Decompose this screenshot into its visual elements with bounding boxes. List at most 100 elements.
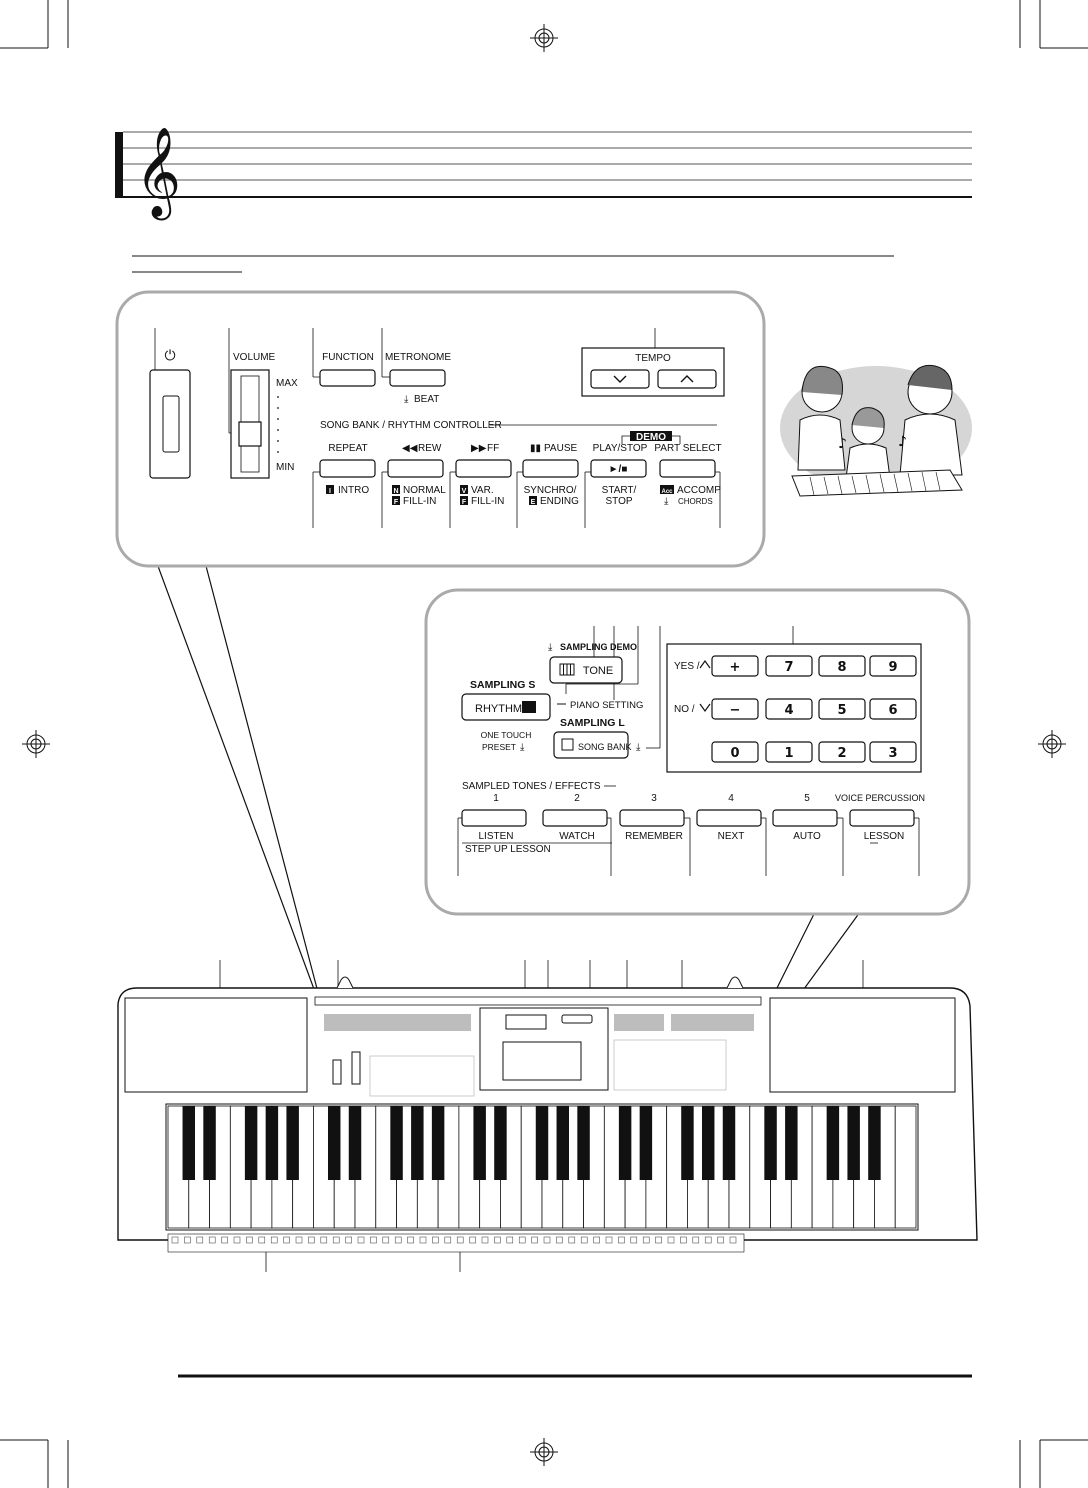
black-key[interactable] [639,1106,653,1180]
black-key[interactable] [327,1106,341,1180]
rew-button[interactable] [387,459,444,478]
keypad-button-1-0[interactable] [711,698,759,720]
keypad-button-1-1[interactable] [765,698,813,720]
black-key[interactable] [681,1106,694,1180]
chevron-down-icon [699,703,711,713]
keypad-button-label: 9 [888,660,897,675]
keypad-button-2-1[interactable] [765,741,813,763]
chord-icon [531,1236,538,1244]
controller-header: SONG BANK / RHYTHM CONTROLLER [320,420,502,431]
sampled-tones-header: SAMPLED TONES / EFFECTS [462,781,601,792]
volume-slider-knob[interactable] [238,421,262,447]
black-key[interactable] [473,1106,486,1180]
keypad-button-0-1[interactable] [765,655,813,677]
function-button[interactable] [319,369,376,387]
black-key[interactable] [265,1106,279,1180]
black-key[interactable] [203,1106,216,1180]
chords-label: CHORDS [678,497,713,506]
black-key[interactable] [411,1106,424,1180]
demo-label: DEMO [636,432,666,443]
black-key[interactable] [182,1106,196,1180]
piano-keys-icon [559,663,575,676]
keypad-button-2-0[interactable] [711,741,759,763]
black-key[interactable] [618,1106,632,1180]
keypad-button-label: + [730,660,741,675]
sampled-tone-button-5[interactable] [772,809,838,827]
rhythm-list-strip [614,1014,664,1031]
keypad-button-2-2[interactable] [818,741,866,763]
chord-icon [171,1236,179,1244]
black-key[interactable] [348,1106,362,1180]
demo-badge [630,431,672,441]
tone-button-number: 1 [493,793,499,804]
ff-button[interactable] [455,459,512,478]
chord-icon [494,1236,501,1244]
display-button[interactable] [561,1014,593,1024]
panel-tone-closeup: ⤓ SAMPLING DEMO TONE SAMPLING S RHYTHM P… [424,588,971,916]
black-key[interactable] [722,1106,736,1180]
drum-icon [522,701,536,713]
tempo-down-button[interactable] [590,369,650,389]
step-up-lesson-label: STEP UP LESSON [465,844,551,855]
white-key[interactable] [894,1105,917,1229]
black-key[interactable] [826,1106,840,1180]
voice-percussion-label: VOICE PERCUSSION [835,793,925,803]
keypad-button-2-3[interactable] [869,741,917,763]
chord-icon [320,1236,328,1244]
keypad-button-1-3[interactable] [869,698,917,720]
black-key[interactable] [577,1106,590,1180]
mini-power-switch[interactable] [332,1059,342,1085]
power-switch-knob[interactable] [162,395,180,453]
ending-badge [529,496,537,505]
download-icon: ⤓ [548,642,553,653]
sampled-tone-button-1[interactable] [461,809,527,827]
black-key[interactable] [286,1106,299,1180]
play-stop-icon: ►/■ [609,464,628,475]
tempo-up-button[interactable] [657,369,717,389]
rhythm-label: RHYTHM [475,703,522,715]
sampled-tone-button-3[interactable] [619,809,685,827]
metronome-button[interactable] [389,369,446,387]
mini-volume-slider[interactable] [351,1051,361,1085]
acc-badge [660,485,674,494]
play-stop-button[interactable] [590,459,647,478]
normal-badge [392,485,400,494]
no-label: NO / [674,704,695,715]
black-key[interactable] [847,1106,860,1180]
staff-header: 𝄞 [115,127,972,221]
pause-button[interactable] [522,459,579,478]
sampled-tone-button-2[interactable] [542,809,608,827]
tone-button-number: 2 [574,793,580,804]
pause-label: PAUSE [544,443,577,454]
rhythm-button[interactable] [461,693,551,721]
black-key[interactable] [868,1106,881,1180]
chord-icon [667,1236,675,1244]
black-key[interactable] [244,1106,258,1180]
keypad-button-1-2[interactable] [818,698,866,720]
black-key[interactable] [390,1106,403,1180]
chord-icon [556,1236,563,1244]
fill-in-badge-2-letter: F [462,499,467,506]
var-badge-letter: V [462,488,467,495]
keypad-button-0-2[interactable] [818,655,866,677]
lesson-label: LISTEN [478,831,513,842]
black-key[interactable] [785,1106,798,1180]
keypad-button-0-0[interactable] [711,655,759,677]
sampled-tone-button-6[interactable] [849,809,915,827]
sampled-tone-button-4[interactable] [696,809,762,827]
black-key[interactable] [764,1106,777,1180]
black-key[interactable] [701,1106,715,1180]
part-select-button[interactable] [659,459,716,478]
chevron-down-icon [613,375,627,383]
chord-icon [506,1236,514,1244]
repeat-button[interactable] [319,459,376,478]
keypad-button-0-3[interactable] [869,655,917,677]
accomp-label: ACCOMP [677,485,721,496]
play-stop-label: PLAY/STOP [593,443,648,454]
black-key[interactable] [556,1106,570,1180]
black-key[interactable] [494,1106,507,1180]
black-key[interactable] [431,1106,445,1180]
tone-list-strip [671,1014,754,1031]
volume-max-label: MAX [276,378,298,389]
black-key[interactable] [535,1106,549,1180]
